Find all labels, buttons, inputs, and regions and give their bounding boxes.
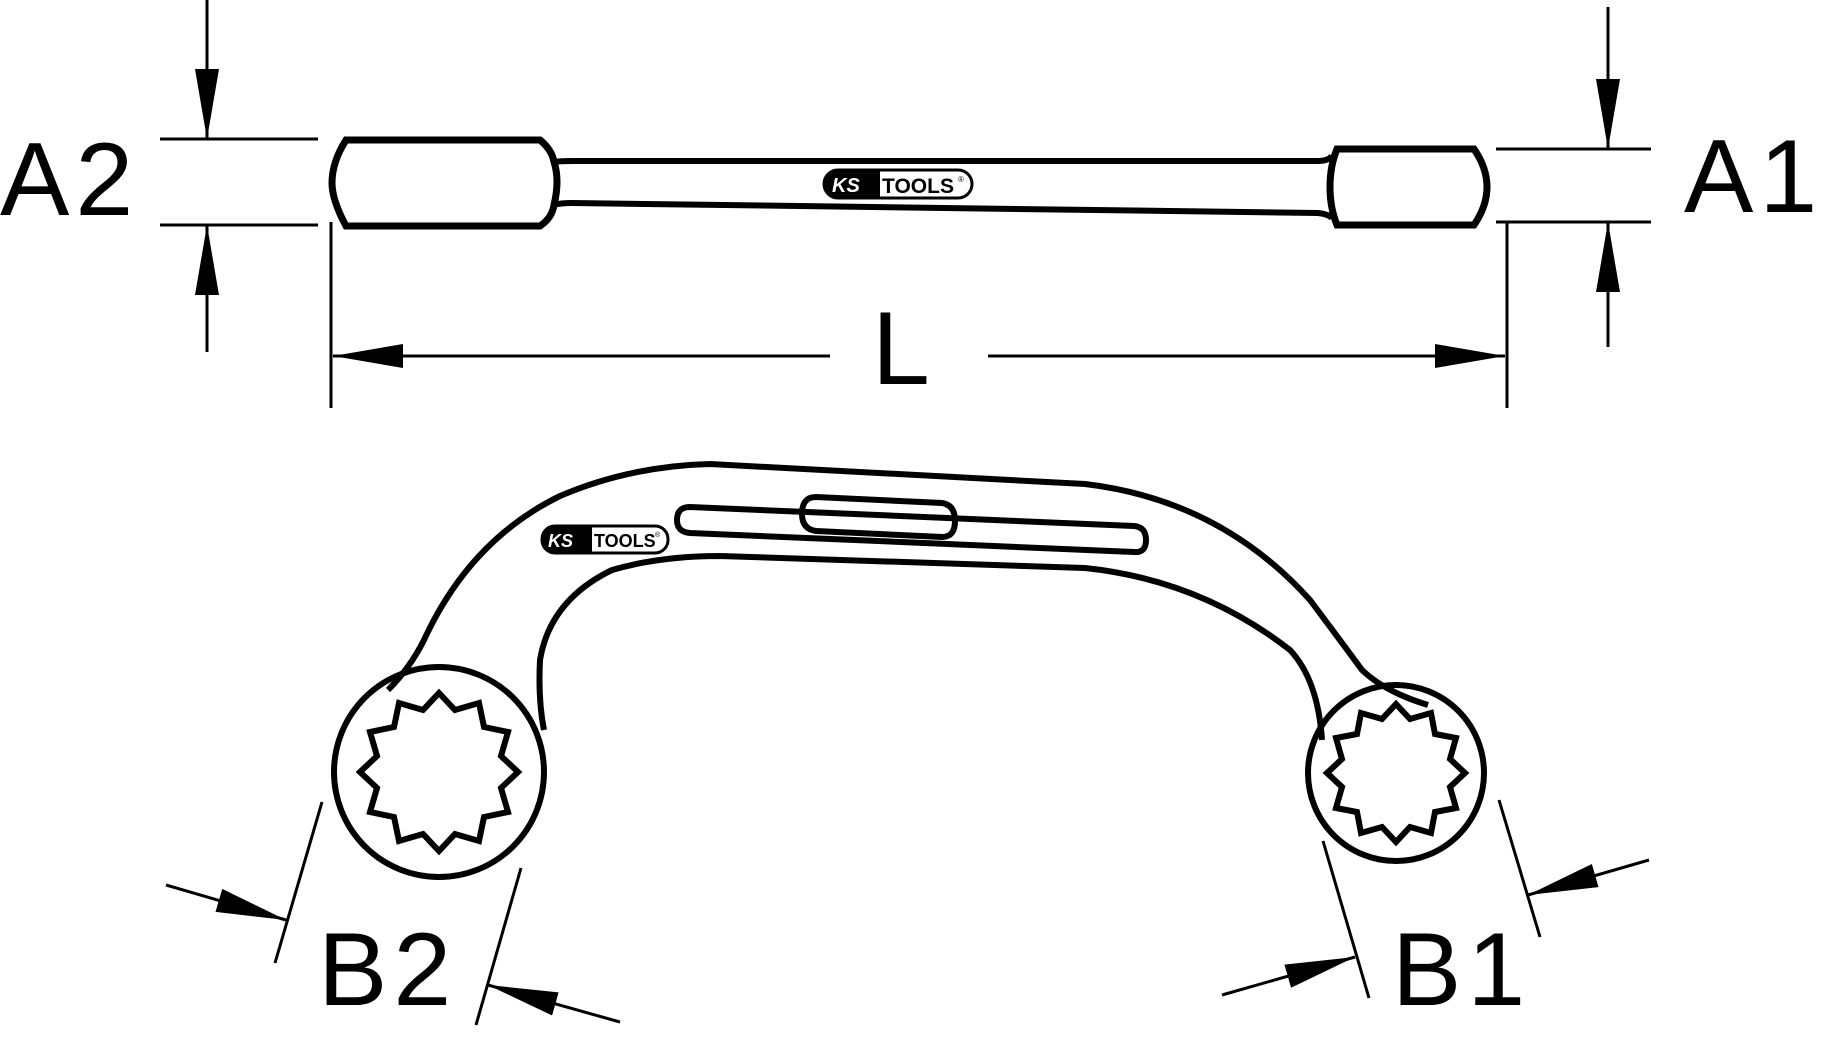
svg-text:TOOLS: TOOLS (882, 175, 954, 198)
label-b2: B2 (318, 912, 458, 1028)
svg-text:®: ® (958, 175, 964, 184)
svg-text:KS: KS (832, 175, 860, 197)
dimension-b2 (165, 801, 621, 1026)
dimension-a1 (1496, 7, 1651, 347)
label-a2: A2 (0, 122, 140, 238)
twelve-point-socket-left (355, 688, 523, 856)
ks-tools-logo: KS TOOLS ® (540, 524, 670, 555)
top-view-spanner: KS TOOLS ® (328, 136, 1491, 230)
svg-text:TOOLS: TOOLS (594, 531, 656, 551)
label-b1: B1 (1392, 912, 1532, 1028)
twelve-point-socket-right (1322, 699, 1470, 847)
dimension-b1 (1221, 799, 1650, 999)
ks-tools-logo: KS TOOLS ® (822, 168, 974, 200)
svg-text:KS: KS (548, 531, 573, 551)
dimension-l (329, 222, 1509, 408)
svg-text:®: ® (655, 531, 661, 539)
label-l: L (872, 291, 936, 407)
dimension-a2 (160, 0, 318, 352)
label-a1: A1 (1684, 119, 1824, 235)
front-view-spanner: KS TOOLS ® (331, 460, 1487, 880)
